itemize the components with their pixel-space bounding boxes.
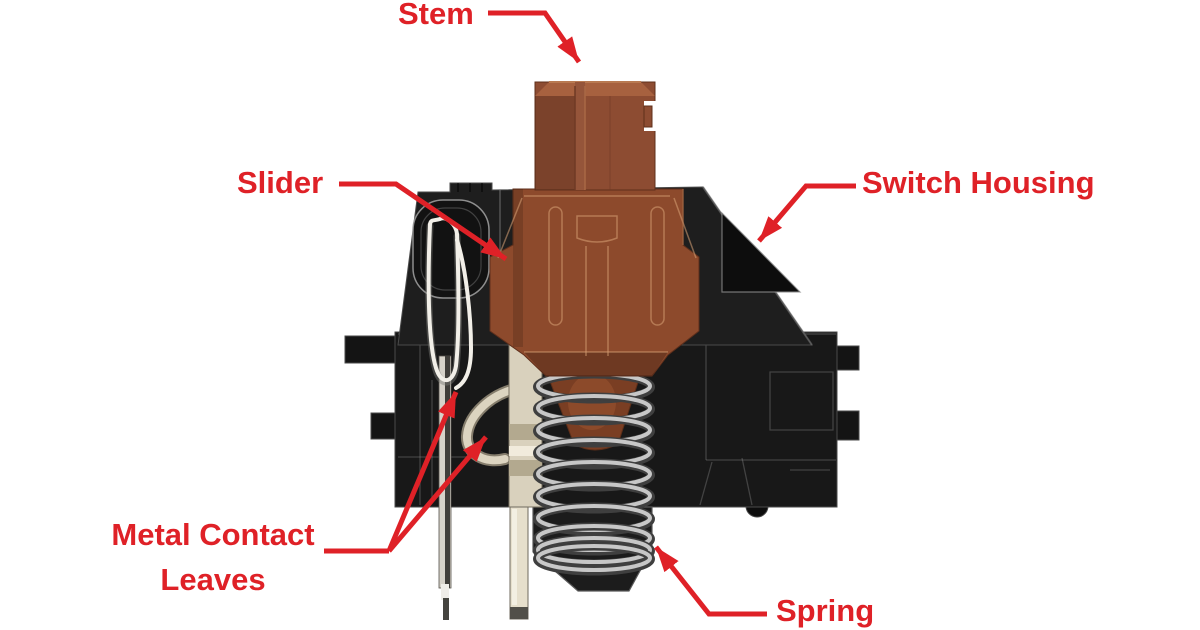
stem-illustration — [534, 81, 656, 191]
label-switch-housing: Switch Housing — [862, 165, 1095, 200]
stem-arrow — [488, 10, 582, 64]
spring-arrow — [654, 545, 767, 617]
contact-pin-thin — [443, 598, 449, 620]
housing-right-inset-panel — [721, 211, 802, 293]
spring-coils — [533, 370, 655, 576]
slider-illustration — [489, 188, 700, 377]
label-stem: Stem — [398, 0, 474, 31]
wire-leaf-illustration — [425, 216, 474, 390]
metal-contact-leaves-arrow-upper — [386, 391, 459, 552]
slider-arrow — [339, 181, 508, 262]
label-slider: Slider — [237, 165, 324, 200]
label-spring: Spring — [776, 593, 875, 628]
switch-housing-arrow — [757, 183, 856, 243]
spring-illustration — [533, 370, 655, 576]
label-metal-contact-leaves-line2: Leaves — [160, 562, 266, 597]
label-metal-contact-leaves-line1: Metal Contact — [111, 517, 315, 552]
label-metal-contact-leaves: Metal Contact Leaves — [98, 512, 328, 602]
metal-contact-leaves-arrow-lower — [387, 435, 488, 553]
